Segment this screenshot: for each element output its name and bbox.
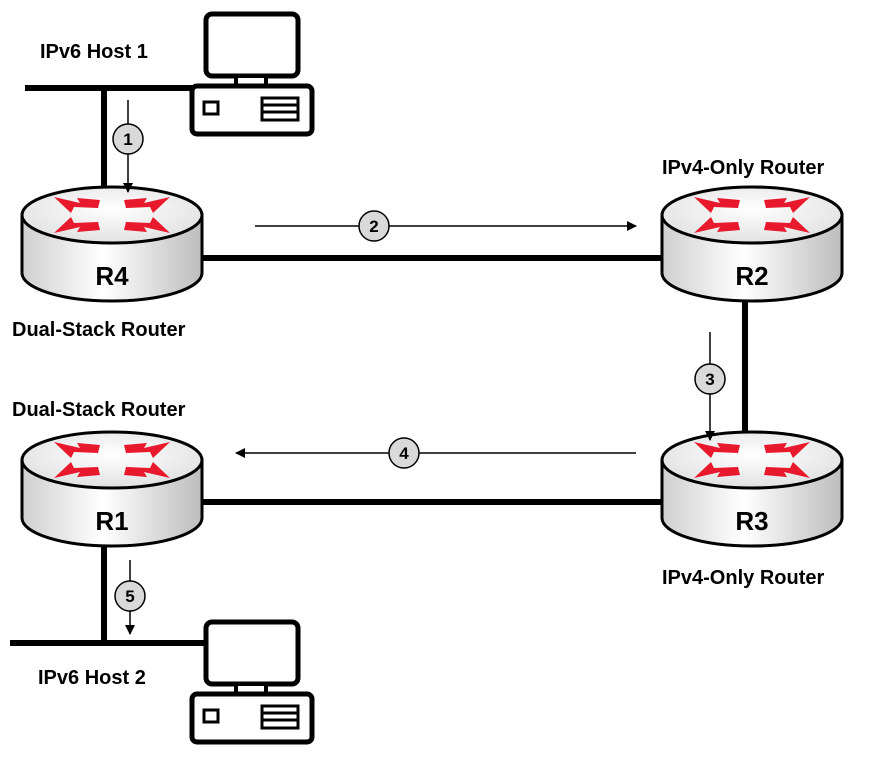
router-top [660,185,844,245]
router-top [20,185,204,245]
router-label-r1: R1 [95,506,128,536]
router-arrows-icon [694,442,810,478]
step-badge-1: 1 [112,123,144,155]
router-arrows-icon [54,442,170,478]
svg-text:4: 4 [399,444,409,463]
step-arrows [123,100,715,635]
router-r4: R4 [20,185,204,303]
router-top [20,430,204,490]
r1-role-label: Dual-Stack Router [12,399,186,421]
router-arrows-icon [54,197,170,233]
step-badge-5: 5 [114,580,146,612]
step-badge-3: 3 [694,363,726,395]
router-r1: R1 [20,430,204,548]
step-badge-2: 2 [358,210,390,242]
router-r2: R2 [660,185,844,303]
svg-text:1: 1 [123,130,132,149]
router-top [660,430,844,490]
host2-computer-icon [189,619,315,745]
router-arrows-icon [694,197,810,233]
r4-role-label: Dual-Stack Router [12,319,186,341]
svg-text:5: 5 [125,587,134,606]
r3-role-label: IPv4-Only Router [662,567,824,589]
router-label-r4: R4 [95,261,129,291]
network-links [10,85,748,646]
svg-text:3: 3 [705,370,714,389]
router-r3: R3 [660,430,844,548]
r2-role-label: IPv4-Only Router [662,157,824,179]
host1-computer-icon [189,11,315,137]
router-label-r2: R2 [735,261,768,291]
router-label-r3: R3 [735,506,768,536]
host2-label: IPv6 Host 2 [38,667,146,689]
step-badge-4: 4 [388,437,420,469]
host1-label: IPv6 Host 1 [40,41,148,63]
svg-text:2: 2 [369,217,378,236]
